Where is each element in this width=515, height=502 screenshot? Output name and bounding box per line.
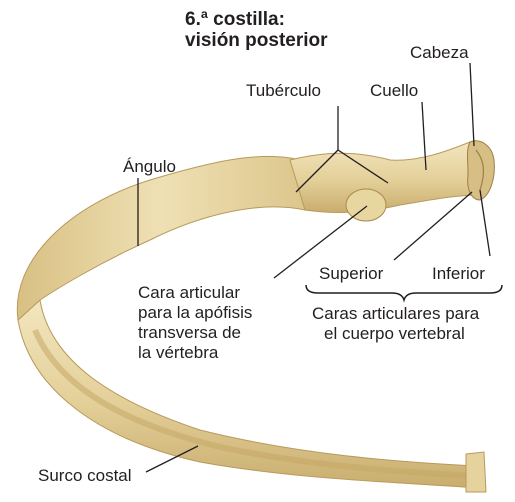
- label-inferior: Inferior: [432, 264, 485, 283]
- leader-cuello: [421, 101, 427, 171]
- leader-superior: [393, 191, 473, 261]
- label-cara-articular-2: para la apófisis: [138, 303, 253, 322]
- articular-faces-brace: [305, 284, 503, 303]
- tubercle-facet: [345, 188, 387, 222]
- rib-anterior-end: [465, 451, 487, 493]
- costal-groove-shade: [32, 328, 477, 479]
- label-caras-articulares-1: Caras articulares para: [312, 304, 480, 323]
- leader-tuberculo-a: [295, 149, 339, 193]
- label-surco-costal: Surco costal: [38, 466, 132, 485]
- rib-neck: [289, 141, 489, 213]
- label-angulo: Ángulo: [123, 157, 176, 176]
- leader-surco-costal: [145, 445, 199, 473]
- leader-tuberculo-b: [337, 149, 389, 184]
- label-cuello: Cuello: [370, 81, 419, 100]
- rib-head: [467, 140, 495, 201]
- label-cara-articular-4: la vértebra: [138, 343, 219, 362]
- label-cabeza: Cabeza: [410, 43, 469, 62]
- leader-lines: [137, 62, 491, 473]
- figure-title-line2: visión posterior: [185, 30, 328, 51]
- label-cara-articular-3: transversa de: [138, 323, 241, 342]
- label-cara-articular-1: Cara articular: [138, 283, 241, 302]
- label-caras-articulares-2: el cuerpo vertebral: [324, 324, 465, 343]
- head-crest: [475, 149, 485, 191]
- figure-title-line1: 6.ª costilla:: [185, 9, 285, 30]
- leader-cabeza: [469, 62, 475, 147]
- leader-inferior: [479, 189, 491, 257]
- label-tuberculo: Tubérculo: [246, 81, 321, 100]
- leader-cara-articular: [273, 205, 368, 279]
- label-superior: Superior: [319, 264, 384, 283]
